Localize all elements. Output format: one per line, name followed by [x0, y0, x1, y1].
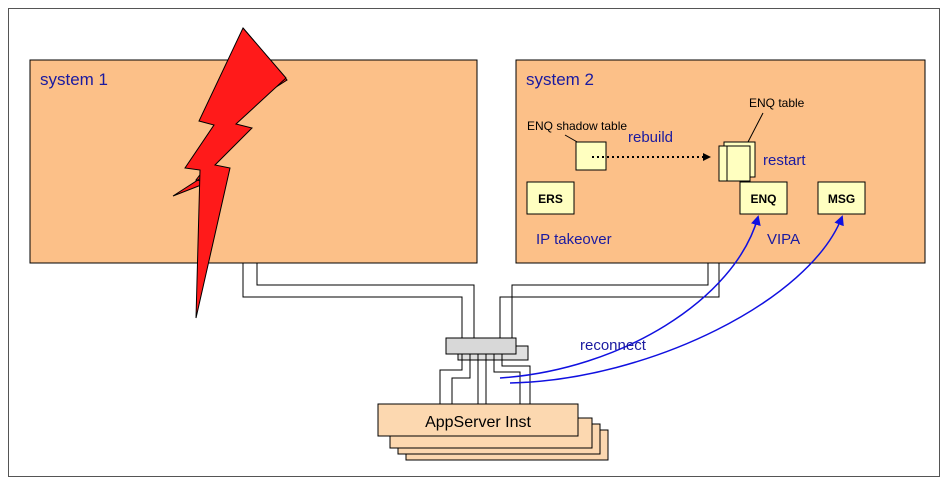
reconnect-enq-arrow [499, 215, 761, 379]
enq-table-icon [718, 141, 756, 182]
enq-label: ENQ [750, 192, 776, 206]
system-2-label: system 2 [526, 70, 594, 89]
rebuild-label: rebuild [628, 129, 673, 146]
system-1-label: system 1 [40, 70, 108, 89]
msg-box: MSG [817, 181, 866, 215]
enq-box: ENQ [739, 181, 788, 215]
restart-label: restart [763, 152, 806, 169]
ers-label: ERS [538, 192, 563, 206]
ip-takeover-label: IP takeover [536, 231, 612, 248]
network-switch-icon [445, 337, 529, 361]
ers-box: ERS [526, 181, 575, 215]
enq-table-label: ENQ table [749, 96, 805, 110]
appserver-inst-box [377, 403, 579, 437]
appserver-cables [439, 354, 531, 404]
enq-shadow-table-icon [575, 141, 607, 171]
reconnect-label: reconnect [580, 337, 647, 354]
network-cables [242, 263, 720, 340]
reconnect-msg-arrow [509, 215, 844, 384]
system-1-box: system 1 [29, 59, 478, 264]
appserver-inst-label: AppServer Inst [425, 414, 531, 431]
vipa-label: VIPA [767, 231, 800, 248]
lightning-strike-icon [184, 27, 287, 319]
enq-table-pointer [747, 112, 764, 143]
enq-shadow-table-label: ENQ shadow table [527, 119, 627, 133]
appserver-stack: AppServer Inst [377, 403, 609, 461]
msg-label: MSG [828, 192, 855, 206]
